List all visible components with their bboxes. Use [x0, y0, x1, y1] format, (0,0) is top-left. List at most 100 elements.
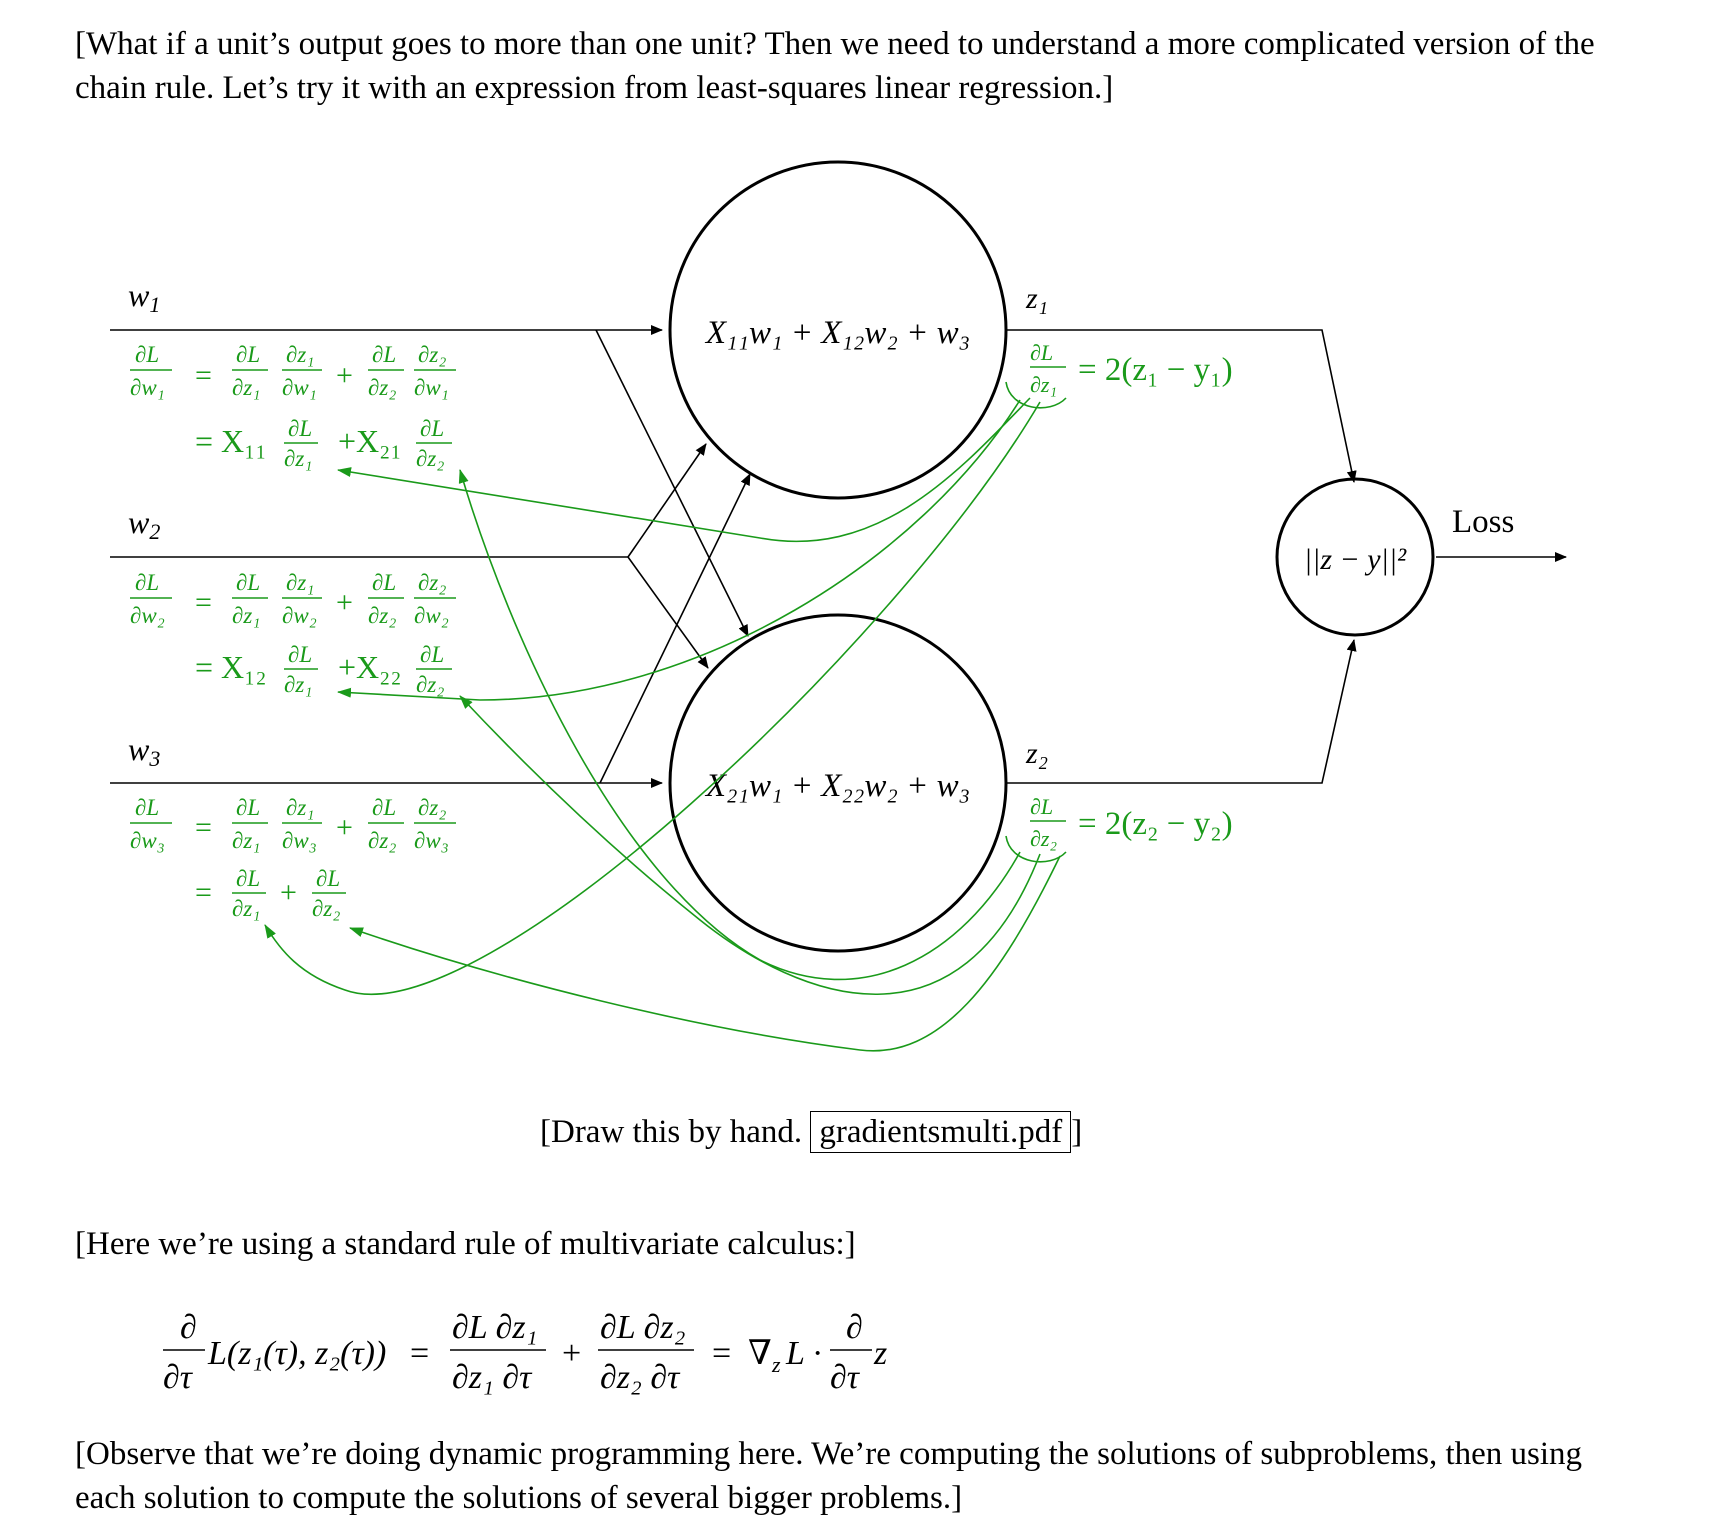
svg-text:∂w₃: ∂w₃ — [282, 828, 317, 853]
svg-text:=: = — [195, 876, 212, 909]
svg-text:+: + — [336, 586, 353, 619]
grad-z2-value: = 2(z₂ − y₂) — [1078, 806, 1233, 842]
svg-text:+X₂₂: +X₂₂ — [338, 649, 401, 685]
svg-text:∂L: ∂L — [316, 866, 340, 891]
svg-text:∂w₃: ∂w₃ — [414, 828, 449, 853]
svg-text:∂τ: ∂τ — [830, 1359, 861, 1396]
svg-text:∂L: ∂L — [288, 642, 312, 667]
svg-text:∂L ∂z₂: ∂L ∂z₂ — [600, 1309, 685, 1346]
svg-text:∂z₁: ∂z₁ — [286, 342, 314, 367]
edge-w3-unit1 — [599, 473, 751, 784]
svg-text:∂L: ∂L — [372, 570, 396, 595]
gradient-annotations: ∂L ∂z₁ = 2(z₁ − y₁) ∂L ∂z₂ = 2(z₂ − y₂) … — [130, 340, 1233, 921]
svg-text:∂L: ∂L — [236, 795, 260, 820]
unit2-node — [668, 613, 1008, 953]
svg-text:+: + — [280, 876, 297, 909]
eq-nabla: ∇ — [748, 1335, 772, 1372]
svg-text:∂z₂ ∂τ: ∂z₂ ∂τ — [600, 1359, 681, 1396]
eq-nabla-sub: z — [771, 1352, 781, 1377]
svg-text:∂z₁: ∂z₁ — [284, 446, 312, 471]
curve-z1-w3 — [264, 401, 1041, 996]
z1-label: z₁ — [1025, 282, 1048, 315]
svg-text:∂z₁: ∂z₁ — [232, 603, 260, 628]
caption-close: ] — [1071, 1114, 1083, 1150]
svg-text:∂z₂: ∂z₂ — [368, 375, 396, 400]
svg-text:∂L: ∂L — [420, 416, 444, 441]
svg-text:= X₁₂: = X₁₂ — [195, 649, 266, 685]
z1-hook — [1005, 381, 1067, 409]
loss-node — [1275, 477, 1435, 637]
svg-text:∂z₁ ∂τ: ∂z₁ ∂τ — [452, 1359, 533, 1396]
unit1-expression: X₁₁w₁ + X₁₂w₂ + w₃ — [704, 315, 970, 351]
dL-dz2-den: ∂z₂ — [1030, 826, 1057, 851]
svg-text:∂z₂: ∂z₂ — [416, 446, 444, 471]
caption-filename: gradientsmulti.pdf — [810, 1111, 1072, 1153]
chain-rule-equation: ∂ ∂τ L(z₁(τ), z₂(τ)) = ∂L ∂z₁ ∂z₁ ∂τ + ∂… — [163, 1309, 887, 1396]
svg-text:∂w₁: ∂w₁ — [130, 375, 165, 400]
svg-text:=: = — [410, 1335, 429, 1372]
edge-z1-loss — [1006, 329, 1357, 483]
svg-text:∂z₂: ∂z₂ — [312, 896, 340, 921]
svg-text:∂z₁: ∂z₁ — [232, 828, 260, 853]
unit2-expression: X₂₁w₁ + X₂₂w₂ + w₃ — [704, 768, 970, 804]
edge-w1-unit2 — [595, 329, 749, 637]
svg-text:∂L: ∂L — [236, 866, 260, 891]
svg-text:∂L ∂z₁: ∂L ∂z₁ — [452, 1309, 537, 1346]
svg-text:∂L: ∂L — [135, 570, 159, 595]
edge-w2-unit2 — [627, 556, 709, 669]
w2-label: w2 — [128, 504, 160, 544]
svg-text:+X₂₁: +X₂₁ — [338, 423, 401, 459]
svg-text:∂L: ∂L — [372, 795, 396, 820]
svg-text:∂z₂: ∂z₂ — [368, 603, 396, 628]
svg-text:∂w₃: ∂w₃ — [130, 828, 165, 853]
w3-label: w3 — [128, 731, 160, 771]
curve-z2-w3 — [349, 855, 1061, 1052]
edge-z2-loss — [1006, 639, 1357, 784]
svg-text:∂z₁: ∂z₁ — [286, 795, 314, 820]
svg-text:=: = — [195, 811, 212, 844]
svg-text:∂L: ∂L — [420, 642, 444, 667]
svg-text:+: + — [336, 359, 353, 392]
svg-text:∂z₂: ∂z₂ — [418, 795, 446, 820]
observation-paragraph: [Observe that we’re doing dynamic progra… — [75, 1436, 1583, 1516]
z2-label: z₂ — [1025, 737, 1048, 770]
svg-text:·: · — [812, 1335, 823, 1372]
edge-w2-unit1 — [627, 443, 707, 558]
svg-text:∂z₁: ∂z₁ — [284, 672, 312, 697]
svg-text:∂z₁: ∂z₁ — [286, 570, 314, 595]
loss-expression: ||z − y||² — [1304, 543, 1407, 576]
svg-text:∂L: ∂L — [288, 416, 312, 441]
svg-text:∂z₂: ∂z₂ — [368, 828, 396, 853]
dL-dz1-num: ∂L — [1030, 340, 1053, 365]
svg-text:∂L: ∂L — [372, 342, 396, 367]
caption-text: [Draw this by hand. — [540, 1114, 803, 1150]
forward-edges — [110, 325, 1567, 788]
svg-text:= X₁₁: = X₁₁ — [195, 423, 266, 459]
svg-text:∂L: ∂L — [236, 570, 260, 595]
svg-text:+: + — [336, 811, 353, 844]
w1-label: w1 — [128, 277, 160, 317]
svg-text:∂w₂: ∂w₂ — [130, 603, 165, 628]
grad-z1-value: = 2(z₁ − y₁) — [1078, 352, 1233, 388]
dL-dz1-den: ∂z₁ — [1030, 372, 1057, 397]
svg-text:∂τ: ∂τ — [163, 1359, 194, 1396]
svg-text:=: = — [195, 359, 212, 392]
svg-text:∂: ∂ — [180, 1309, 197, 1346]
svg-text:∂L: ∂L — [236, 342, 260, 367]
curve-z1-w2 — [337, 399, 1021, 701]
svg-text:∂w₂: ∂w₂ — [282, 603, 317, 628]
svg-text:∂: ∂ — [846, 1309, 863, 1346]
computation-graph-figure: X₁₁w₁ + X₁₂w₂ + w₃ X₂₁w₁ + X₂₂w₂ + w₃ ||… — [110, 160, 1567, 1052]
curve-z2-w1 — [458, 469, 1021, 981]
svg-text:∂w₁: ∂w₁ — [414, 375, 449, 400]
intro-paragraph: [What if a unit’s output goes to more th… — [75, 26, 1595, 106]
svg-text:∂z₁: ∂z₁ — [232, 896, 260, 921]
curve-z2-w2 — [459, 695, 1041, 995]
backprop-curves — [264, 381, 1067, 1052]
svg-text:=: = — [712, 1335, 731, 1372]
unit1-node — [668, 160, 1008, 500]
svg-text:=: = — [195, 586, 212, 619]
eq-L: L — [785, 1335, 805, 1372]
svg-text:+: + — [562, 1335, 581, 1372]
svg-text:∂z₂: ∂z₂ — [418, 342, 446, 367]
